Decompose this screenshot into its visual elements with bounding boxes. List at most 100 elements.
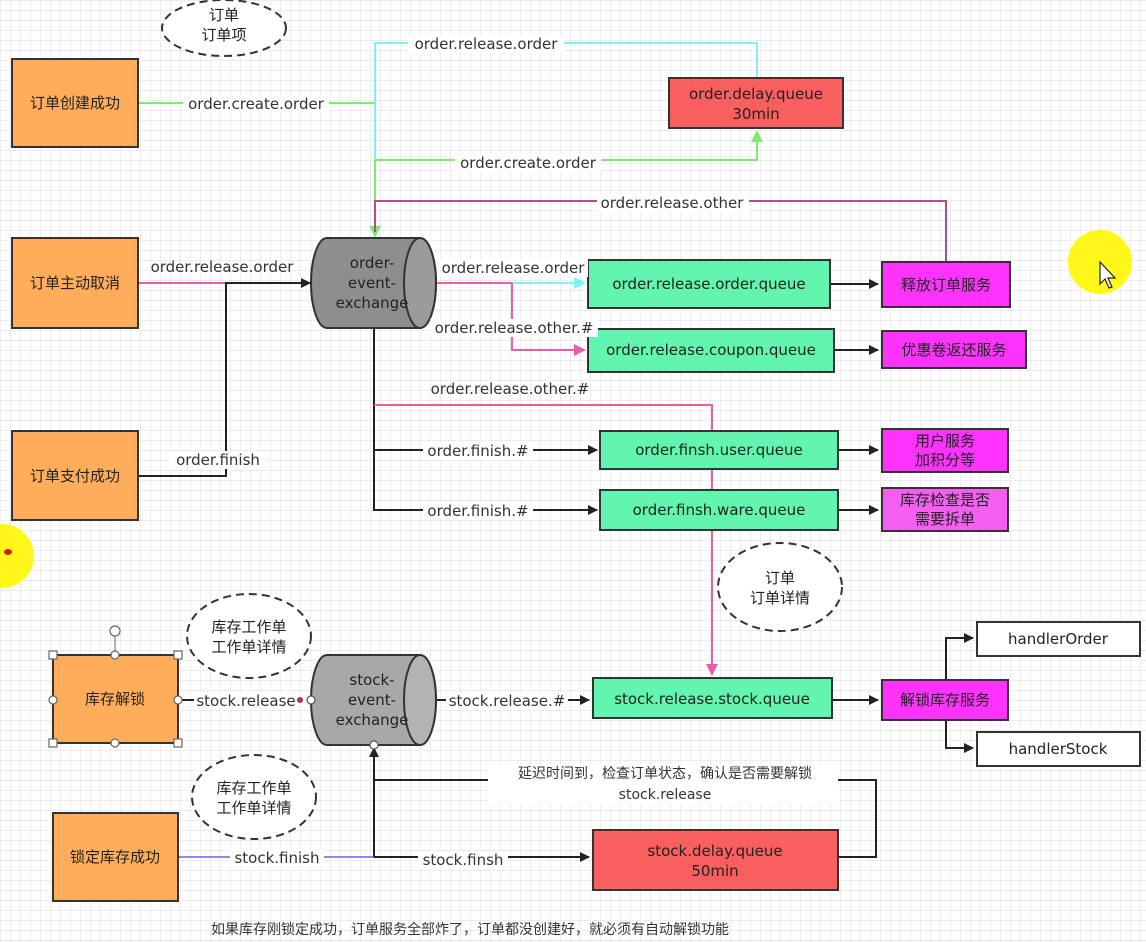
queue-stock-delay[interactable]: stock.delay.queue 50min	[592, 829, 839, 891]
cursor-highlight	[1068, 230, 1132, 294]
queue-coupon-label: order.release.coupon.queue	[606, 341, 816, 359]
service-close-order-label: 释放订单服务	[901, 276, 991, 294]
edge-label-release-other-top: order.release.other	[597, 194, 749, 212]
source-order-paid-label: 订单支付成功	[30, 467, 120, 485]
service-stock-check-line2: 需要拆单	[915, 510, 975, 528]
queue-coupon[interactable]: order.release.coupon.queue	[587, 328, 835, 373]
handler-order-box[interactable]: handlerOrder	[976, 621, 1141, 657]
service-coupon-return[interactable]: 优惠卷返还服务	[881, 330, 1027, 369]
edge-label-release-other-hash: order.release.other.#	[430, 319, 598, 337]
source-order-paid[interactable]: 订单支付成功	[11, 430, 139, 521]
source-stock-unlock[interactable]: 库存解锁	[48, 625, 183, 748]
edge-finish	[138, 278, 311, 477]
edge-label-finish-paid-text: order.finish	[176, 451, 260, 469]
edge-label-stock-release-left-text: stock.release	[196, 692, 295, 710]
service-stock-check-line1: 库存检查是否	[900, 491, 990, 509]
exchange-stock-line3: exchange	[336, 711, 409, 729]
source-order-created-label: 订单创建成功	[30, 94, 120, 112]
edge-label-finish-hash-2-text: order.finish.#	[427, 502, 528, 520]
edge-to-handler-stock	[945, 720, 974, 753]
edge-label-release-order-top-text: order.release.order	[415, 35, 559, 53]
edge-label-release-other-hash-2-text: order.release.other.#	[431, 380, 590, 398]
oval-stock-work-2-line2: 工作单详情	[216, 799, 291, 817]
queue-finish-user[interactable]: order.finsh.user.queue	[599, 430, 839, 470]
edge-label-stock-release-hash: stock.release.#	[446, 692, 568, 710]
edge-create-to-delay	[374, 130, 763, 230]
edge-label-release-other-hash-2: order.release.other.#	[431, 380, 590, 398]
edge-label-release-other-top-text: order.release.other	[601, 194, 745, 212]
queue-order-release-label: order.release.order.queue	[612, 275, 805, 293]
service-unlock-stock[interactable]: 解锁库存服务	[881, 679, 1009, 721]
edge-label-create-order-2-text: order.create.order	[460, 154, 597, 172]
source-order-cancel[interactable]: 订单主动取消	[11, 237, 139, 329]
service-coupon-return-label: 优惠卷返还服务	[901, 341, 1006, 359]
edge-label-finish-hash-1-text: order.finish.#	[427, 442, 528, 460]
edge-label-finish-hash-2: order.finish.#	[423, 502, 533, 520]
source-stock-locked[interactable]: 锁定库存成功	[52, 812, 179, 902]
edge-label-finish-paid: order.finish	[170, 451, 266, 469]
service-stock-check[interactable]: 库存检查是否 需要拆单	[881, 487, 1009, 532]
exchange-order-line2: event-	[348, 274, 396, 292]
service-unlock-stock-label: 解锁库存服务	[900, 691, 990, 709]
oval-order-item: 订单 订单项	[161, 0, 287, 57]
oval-stock-work-1-line1: 库存工作单	[211, 618, 286, 636]
edge-label-stock-release-hash-text: stock.release.#	[449, 692, 566, 710]
queue-stock-delay-line1: stock.delay.queue	[647, 842, 782, 860]
edge-label-release-other-hash-text: order.release.other.#	[435, 319, 594, 337]
edge-label-create-order-1-text: order.create.order	[188, 95, 325, 113]
oval-stock-work-2-line1: 库存工作单	[216, 779, 291, 797]
edge-exch-coupon	[511, 283, 586, 356]
exchange-order-line3: exchange	[336, 294, 409, 312]
edge-exch-trunk	[373, 328, 598, 515]
edge-to-handler-order	[945, 633, 974, 680]
source-stock-unlock-label: 库存解锁	[85, 690, 145, 708]
edge-release-order-loop	[374, 42, 758, 230]
exchange-stock[interactable]: stock- event- exchange	[306, 654, 437, 750]
cursor-icon	[1099, 260, 1117, 289]
edge-release-other-down	[374, 404, 718, 676]
oval-order-detail-line2: 订单详情	[750, 589, 810, 607]
queue-stock-release[interactable]: stock.release.stock.queue	[592, 677, 833, 719]
edge-label-create-order-1: order.create.order	[183, 95, 329, 113]
service-user-points-line2: 加积分等	[915, 451, 975, 469]
queue-order-release[interactable]: order.release.order.queue	[587, 259, 831, 309]
oval-order-item-line1: 订单	[209, 6, 239, 24]
oval-stock-work-2: 库存工作单 工作单详情	[191, 754, 317, 840]
edge-label-release-order-top: order.release.order	[408, 35, 564, 53]
source-stock-locked-label: 锁定库存成功	[70, 848, 160, 866]
oval-order-detail: 订单 订单详情	[717, 542, 843, 632]
queue-stock-release-label: stock.release.stock.queue	[614, 690, 810, 708]
handler-stock-box[interactable]: handlerStock	[976, 731, 1141, 767]
edge-label-delay-note-line1: 延迟时间到，检查订单状态，确认是否需要解锁	[518, 766, 812, 782]
edge-label-delay-note: 延迟时间到，检查订单状态，确认是否需要解锁 stock.release	[488, 764, 838, 804]
oval-stock-work-1: 库存工作单 工作单详情	[186, 593, 312, 679]
service-user-points[interactable]: 用户服务 加积分等	[881, 428, 1009, 473]
service-close-order[interactable]: 释放订单服务	[881, 261, 1011, 308]
oval-order-detail-line1: 订单	[765, 569, 795, 587]
edge-label-create-order-2: order.create.order	[455, 154, 601, 172]
connector-dot	[297, 697, 303, 703]
edge-label-finish-hash-1: order.finish.#	[423, 442, 533, 460]
source-order-cancel-label: 订单主动取消	[30, 274, 120, 292]
queue-finish-ware[interactable]: order.finsh.ware.queue	[599, 489, 839, 531]
oval-stock-work-1-line2: 工作单详情	[211, 638, 286, 656]
service-user-points-line1: 用户服务	[915, 432, 975, 450]
queue-order-delay[interactable]: order.delay.queue 30min	[668, 77, 844, 129]
queue-stock-delay-line2: 50min	[691, 862, 738, 880]
edge-label-stock-finish-2: stock.finsh	[418, 851, 508, 869]
edge-label-stock-finish-2-text: stock.finsh	[423, 851, 504, 869]
source-order-created[interactable]: 订单创建成功	[11, 58, 139, 148]
oval-order-item-line2: 订单项	[201, 26, 246, 44]
edge-label-release-order-cancel-text: order.release.order	[151, 258, 295, 276]
queue-order-delay-line1: order.delay.queue	[689, 85, 823, 103]
selection-handles[interactable]	[48, 625, 183, 748]
queue-finish-user-label: order.finsh.user.queue	[635, 441, 803, 459]
exchange-order[interactable]: order- event- exchange	[310, 237, 437, 329]
edge-label-delay-note-line2: stock.release	[619, 787, 712, 803]
queue-order-delay-line2: 30min	[732, 105, 779, 123]
handler-stock-label: handlerStock	[1009, 740, 1108, 758]
queue-finish-ware-label: order.finsh.ware.queue	[633, 501, 806, 519]
exchange-stock-line2: event-	[348, 691, 396, 709]
handler-order-label: handlerOrder	[1008, 630, 1109, 648]
